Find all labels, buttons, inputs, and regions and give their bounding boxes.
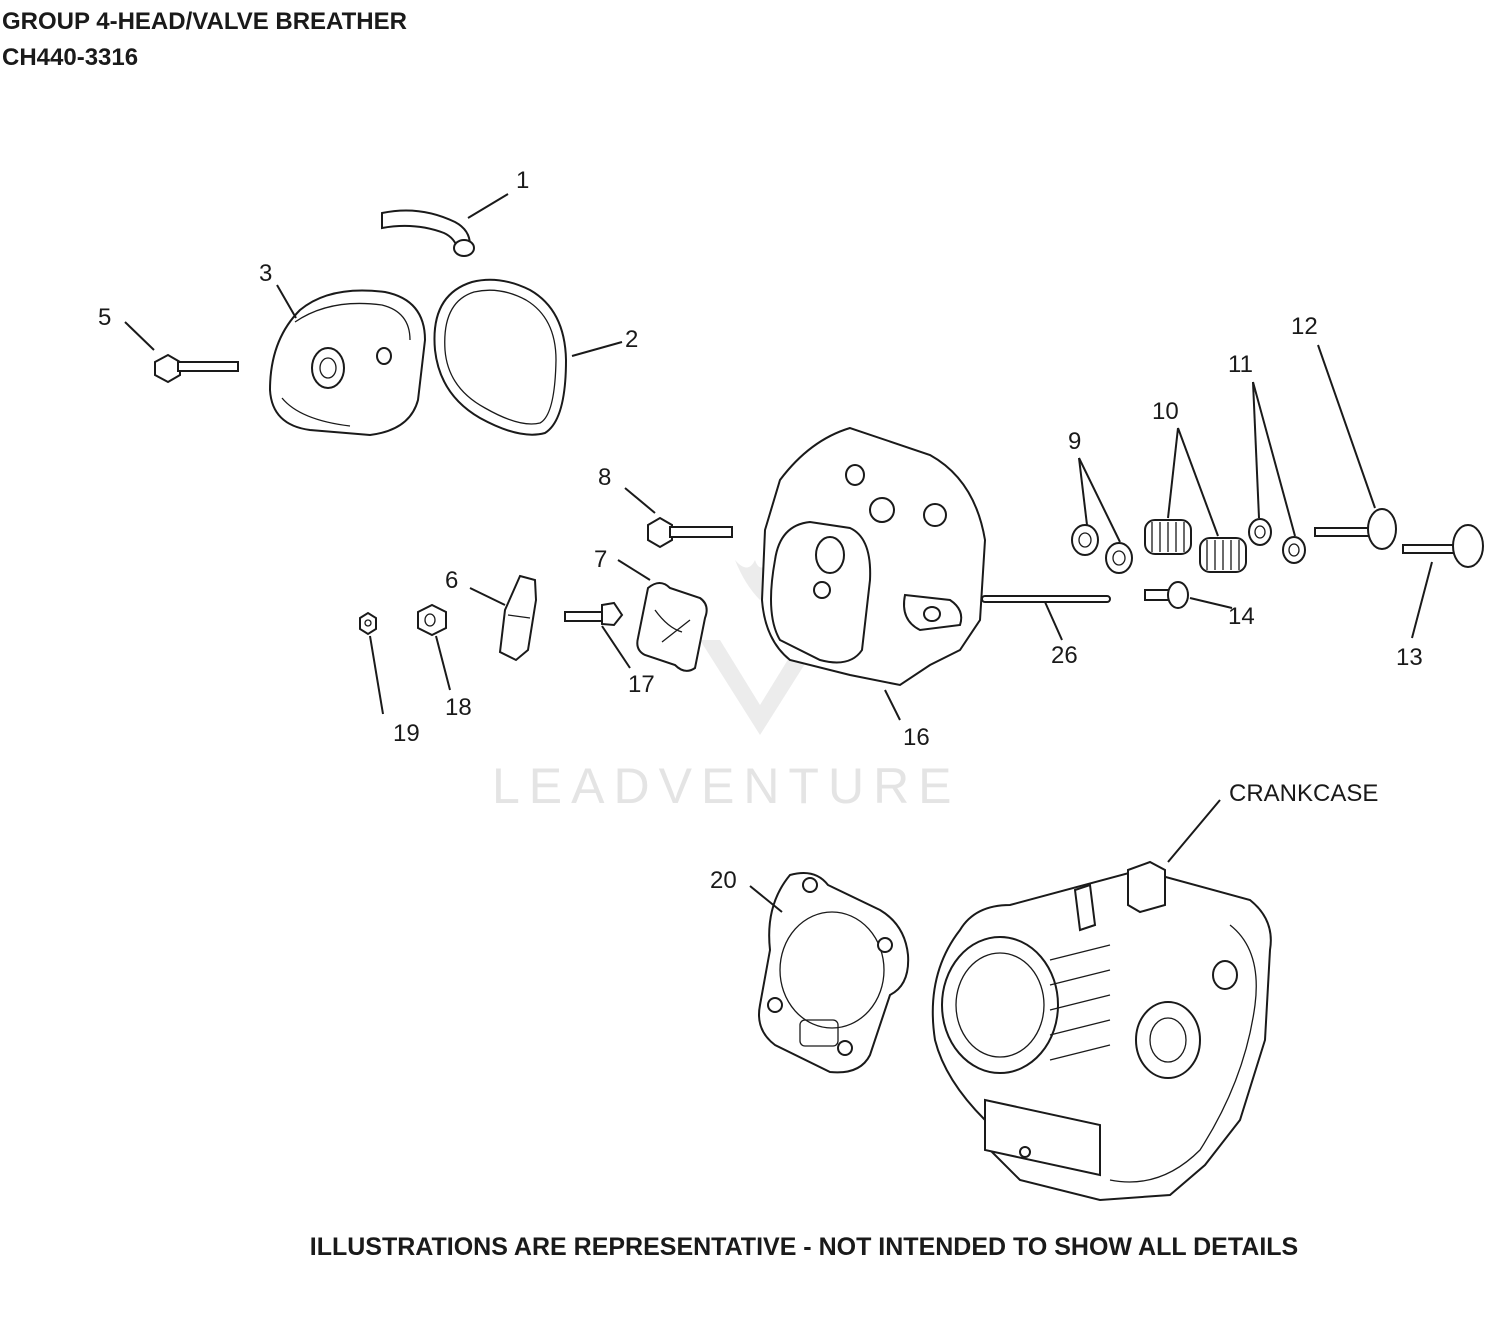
- callout-labels: 1 2 3 5 6 7 8 9 10 11 12 13 14 16 17 18 …: [98, 167, 1423, 894]
- part-1-breather-tube: [381, 209, 475, 257]
- part-26-push-rod: [981, 595, 1111, 603]
- part-10-springs: [1144, 519, 1247, 573]
- callout-2: 2: [625, 326, 638, 353]
- callout-7: 7: [594, 546, 607, 573]
- part-14-valve-cap: [1144, 581, 1189, 609]
- crankcase: [931, 860, 1272, 1202]
- leadventure-watermark: LEADVENTURE: [492, 560, 961, 814]
- model-number: CH440-3316: [2, 44, 139, 71]
- part-11-stem-seals: [1248, 518, 1306, 564]
- part-16-cylinder-head: [760, 426, 987, 687]
- watermark-text: LEADVENTURE: [492, 758, 961, 814]
- part-9-retainers: [1071, 524, 1133, 574]
- part-5-screw: [154, 353, 239, 384]
- callout-5: 5: [98, 304, 111, 331]
- callout-11: 11: [1228, 351, 1253, 378]
- callout-17: 17: [628, 671, 655, 698]
- callout-20: 20: [710, 867, 737, 894]
- part-19-nut: [359, 611, 377, 636]
- callout-1: 1: [516, 167, 529, 194]
- part-7-guide-plate: [636, 582, 708, 672]
- callout-14: 14: [1228, 603, 1255, 630]
- callout-18: 18: [445, 694, 472, 721]
- callout-13: 13: [1396, 644, 1423, 671]
- part-18-pivot: [417, 603, 447, 637]
- part-13-valve: [1402, 524, 1484, 568]
- callout-19: 19: [393, 720, 420, 747]
- page-title: GROUP 4-HEAD/VALVE BREATHER: [2, 8, 407, 35]
- callout-26: 26: [1051, 642, 1078, 669]
- part-3-valve-cover: [268, 289, 427, 437]
- part-8-bolt: [647, 516, 733, 549]
- callout-3: 3: [259, 260, 272, 287]
- part-20-head-gasket: [758, 872, 910, 1074]
- disclaimer-footer: ILLUSTRATIONS ARE REPRESENTATIVE - NOT I…: [309, 1233, 1299, 1261]
- part-17-rocker-stud: [564, 601, 624, 627]
- part-12-valve: [1314, 508, 1397, 550]
- callout-10: 10: [1152, 398, 1179, 425]
- callout-9: 9: [1068, 428, 1081, 455]
- callout-12: 12: [1291, 313, 1318, 340]
- callout-6: 6: [445, 567, 458, 594]
- part-2-cover-gasket: [433, 278, 568, 436]
- leader-lines: [124, 193, 1433, 913]
- callout-16: 16: [903, 724, 930, 751]
- callout-8: 8: [598, 464, 611, 491]
- part-6-rocker-arm: [498, 574, 538, 662]
- callout-crankcase: CRANKCASE: [1229, 780, 1378, 807]
